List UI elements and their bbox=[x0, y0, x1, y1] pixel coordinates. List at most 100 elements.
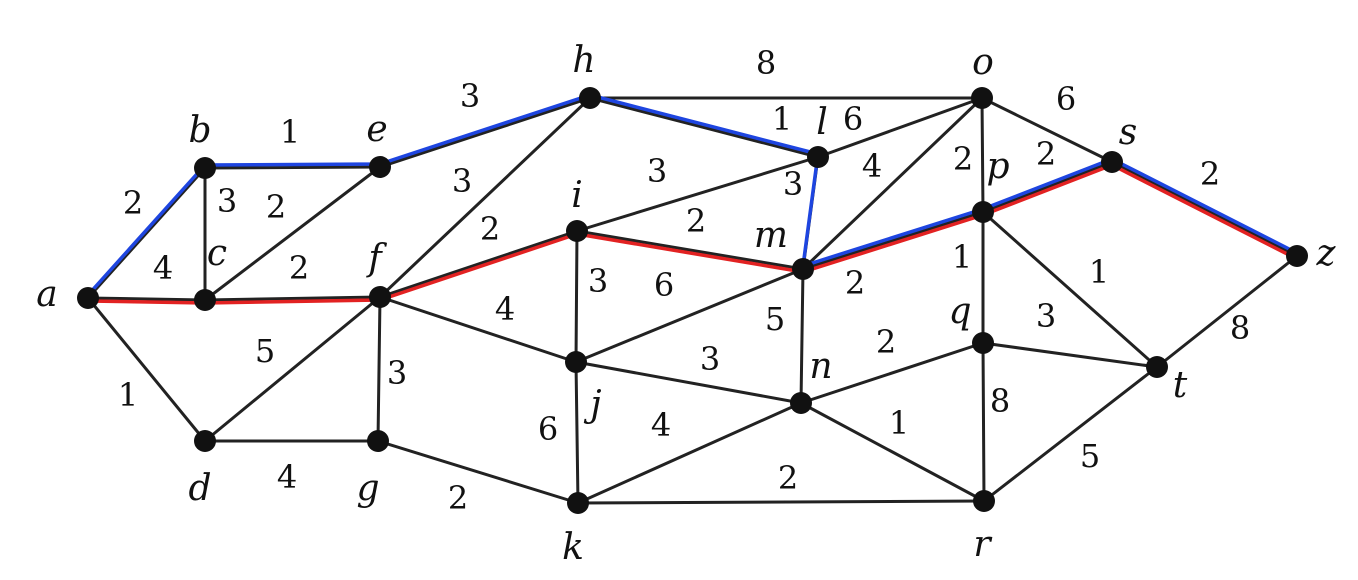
edge-h-l bbox=[588, 96, 820, 159]
node-label-k: k bbox=[562, 527, 584, 568]
edge-weight-f-i: 2 bbox=[480, 210, 500, 248]
node-f bbox=[369, 286, 391, 308]
node-g bbox=[367, 430, 389, 452]
edge-k-n bbox=[576, 401, 803, 505]
node-label-n: n bbox=[809, 346, 832, 387]
edge-p-t bbox=[981, 210, 1159, 369]
edge-weight-i-m: 2 bbox=[686, 202, 706, 240]
edge-f-g bbox=[376, 295, 382, 443]
node-q bbox=[972, 332, 994, 354]
edge-weight-b-e: 1 bbox=[280, 113, 300, 151]
edge-weight-m-p: 2 bbox=[845, 264, 865, 302]
edge-o-p bbox=[980, 96, 985, 214]
edge-weight-f-h: 3 bbox=[452, 162, 472, 200]
edge-weight-d-g: 4 bbox=[277, 458, 297, 496]
edge-weight-a-c: 4 bbox=[153, 249, 173, 287]
edge-weight-b-c: 3 bbox=[217, 182, 237, 220]
edge-weight-t-z: 8 bbox=[1230, 309, 1250, 347]
node-label-l: l bbox=[816, 102, 828, 143]
edge-o-s bbox=[980, 96, 1114, 164]
node-l bbox=[807, 146, 829, 168]
edge-weight-q-r: 8 bbox=[990, 382, 1010, 420]
edge-c-e bbox=[203, 165, 382, 302]
edge-weight-s-z: 2 bbox=[1200, 155, 1220, 193]
node-label-r: r bbox=[973, 524, 992, 565]
edge-d-f bbox=[203, 295, 382, 443]
node-a bbox=[77, 287, 99, 309]
node-b bbox=[194, 157, 216, 179]
node-t bbox=[1146, 356, 1168, 378]
edge-a-b bbox=[86, 166, 207, 300]
edge-weight-c-f: 2 bbox=[289, 249, 309, 287]
edge-weight-o-s: 6 bbox=[1056, 80, 1076, 118]
node-label-b: b bbox=[188, 110, 211, 151]
edge-f-i bbox=[378, 229, 579, 299]
node-m bbox=[792, 258, 814, 280]
node-label-a: a bbox=[36, 274, 57, 315]
edge-e-h bbox=[378, 96, 592, 169]
node-e bbox=[369, 156, 391, 178]
edge-j-n bbox=[574, 360, 803, 405]
edge-b-e bbox=[203, 165, 382, 170]
node-label-z: z bbox=[1316, 233, 1337, 274]
edge-weight-a-d: 1 bbox=[118, 376, 138, 414]
node-z bbox=[1286, 245, 1308, 267]
node-label-i: i bbox=[571, 175, 583, 216]
edge-weight-m-n: 5 bbox=[765, 300, 785, 338]
edge-weight-f-g: 3 bbox=[387, 354, 407, 392]
node-h bbox=[579, 87, 601, 109]
node-c bbox=[194, 289, 216, 311]
edge-f-h bbox=[378, 96, 592, 299]
edge-weight-m-o: 4 bbox=[862, 147, 882, 185]
edge-weight-h-o: 8 bbox=[756, 44, 776, 82]
edge-a-d bbox=[86, 296, 207, 443]
node-i bbox=[566, 220, 588, 242]
edge-n-r bbox=[799, 401, 986, 503]
edge-s-z bbox=[1110, 160, 1299, 258]
edge-weight-o-p: 2 bbox=[953, 140, 973, 178]
node-label-m: m bbox=[754, 215, 788, 256]
red-highlighted-path bbox=[86, 163, 1299, 305]
node-label-h: h bbox=[572, 40, 595, 81]
edge-weight-j-k: 6 bbox=[538, 410, 558, 448]
edge-n-q bbox=[799, 341, 985, 405]
edge-m-o bbox=[801, 96, 984, 271]
edge-j-m bbox=[574, 267, 805, 364]
edge-weight-n-q: 2 bbox=[876, 323, 896, 361]
edge-weight-r-t: 5 bbox=[1080, 437, 1100, 475]
edges-layer bbox=[86, 96, 1299, 505]
edge-weight-j-m: 6 bbox=[654, 266, 674, 304]
edge-i-m bbox=[575, 229, 805, 271]
edge-weight-d-f: 5 bbox=[255, 332, 275, 370]
edge-f-j bbox=[378, 295, 578, 364]
edge-weight-n-r: 1 bbox=[889, 404, 909, 442]
edge-l-o bbox=[816, 96, 984, 159]
edge-t-z bbox=[1155, 254, 1299, 369]
edge-weight-a-b: 2 bbox=[123, 184, 143, 222]
edge-k-r bbox=[576, 499, 986, 505]
node-label-j: j bbox=[583, 384, 601, 425]
edge-weight-p-q: 1 bbox=[952, 238, 972, 276]
node-label-s: s bbox=[1119, 112, 1137, 153]
node-label-p: p bbox=[986, 146, 1009, 187]
edge-weight-i-j: 3 bbox=[588, 262, 608, 300]
edge-weight-p-t: 1 bbox=[1089, 253, 1109, 291]
edge-weight-k-n: 4 bbox=[651, 406, 671, 444]
node-s bbox=[1101, 151, 1123, 173]
edge-weight-q-t: 3 bbox=[1036, 297, 1056, 335]
edge-weight-k-r: 2 bbox=[778, 459, 798, 497]
edge-j-k bbox=[574, 360, 580, 505]
node-label-o: o bbox=[972, 42, 994, 83]
edge-a-c bbox=[86, 296, 207, 302]
edge-i-l bbox=[575, 155, 820, 233]
edge-weight-g-k: 2 bbox=[448, 479, 468, 517]
edge-c-f bbox=[203, 295, 382, 302]
node-j bbox=[565, 351, 587, 373]
node-label-c: c bbox=[207, 233, 227, 274]
node-n bbox=[790, 392, 812, 414]
node-label-e: e bbox=[366, 109, 387, 150]
edge-q-r bbox=[981, 341, 986, 503]
node-k bbox=[567, 492, 589, 514]
